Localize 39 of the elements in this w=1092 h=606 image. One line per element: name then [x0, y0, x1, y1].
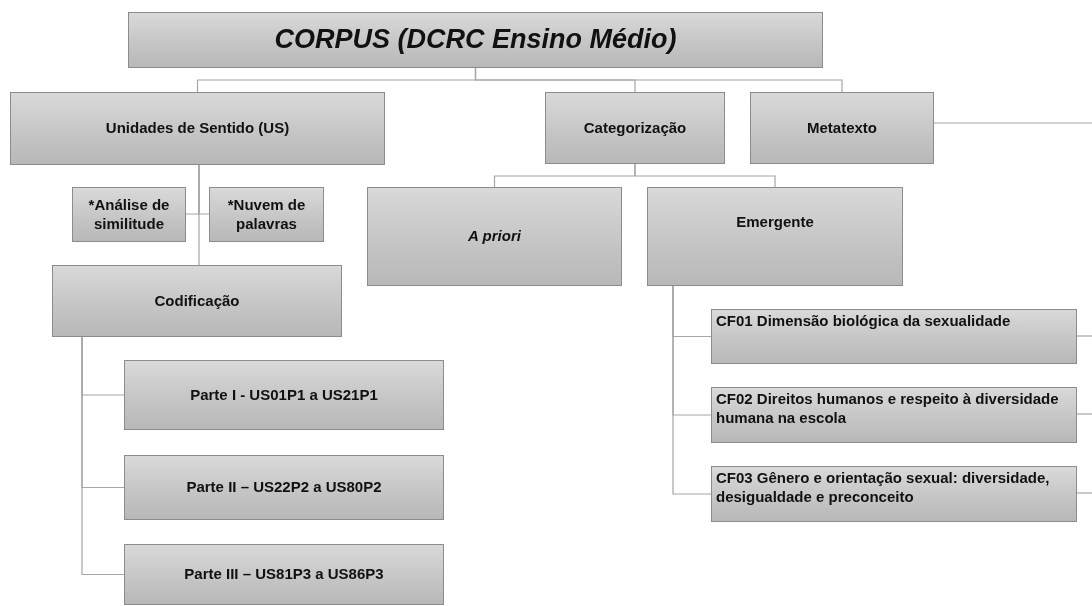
connector-line	[81, 336, 125, 576]
box-label: CORPUS (DCRC Ensino Médio)	[274, 23, 677, 57]
box-label: Codificação	[154, 291, 240, 311]
category-box	[209, 187, 324, 242]
connector-line	[634, 163, 776, 188]
connector-line	[1076, 413, 1092, 415]
category-box	[711, 466, 1077, 522]
connector-line	[1076, 492, 1092, 494]
connector-line	[474, 67, 843, 93]
category-box	[647, 187, 903, 286]
category-box	[711, 309, 1077, 364]
connector-line	[198, 164, 200, 266]
connector-line	[1076, 335, 1092, 337]
connector-line	[933, 122, 1092, 124]
category-box	[545, 92, 725, 164]
category-box	[711, 387, 1077, 443]
category-box	[367, 187, 622, 286]
box-label: *Análise de similitude	[87, 195, 171, 234]
box-label: Emergente	[736, 213, 814, 232]
box-label: CF01 Dimensão biológica da sexualidade	[716, 312, 1011, 331]
box-label: CF03 Gênero e orientação sexual: diversidade, desigualdade e preconceito	[716, 469, 1051, 507]
box-label: Parte II – US22P2 a US80P2	[186, 478, 382, 497]
category-box	[10, 92, 385, 165]
category-box	[750, 92, 934, 164]
box-label: Metatexto	[807, 118, 877, 138]
category-box	[124, 360, 444, 430]
category-box	[124, 455, 444, 520]
box-label: A priori	[468, 227, 521, 246]
box-label: Unidades de Sentido (US)	[105, 119, 290, 138]
connector-line	[672, 285, 712, 495]
box-label: CF02 Direitos humanos e respeito à diversidade humana na escola	[716, 390, 1060, 428]
category-box	[52, 265, 342, 337]
box-label: Categorização	[583, 118, 687, 138]
box-label: Parte III – US81P3 a US86P3	[184, 565, 384, 584]
category-box	[128, 12, 823, 68]
category-box	[124, 544, 444, 605]
box-label: *Nuvem de palavras	[226, 195, 307, 234]
category-box	[72, 187, 186, 242]
box-label: Parte I - US01P1 a US21P1	[190, 385, 378, 405]
